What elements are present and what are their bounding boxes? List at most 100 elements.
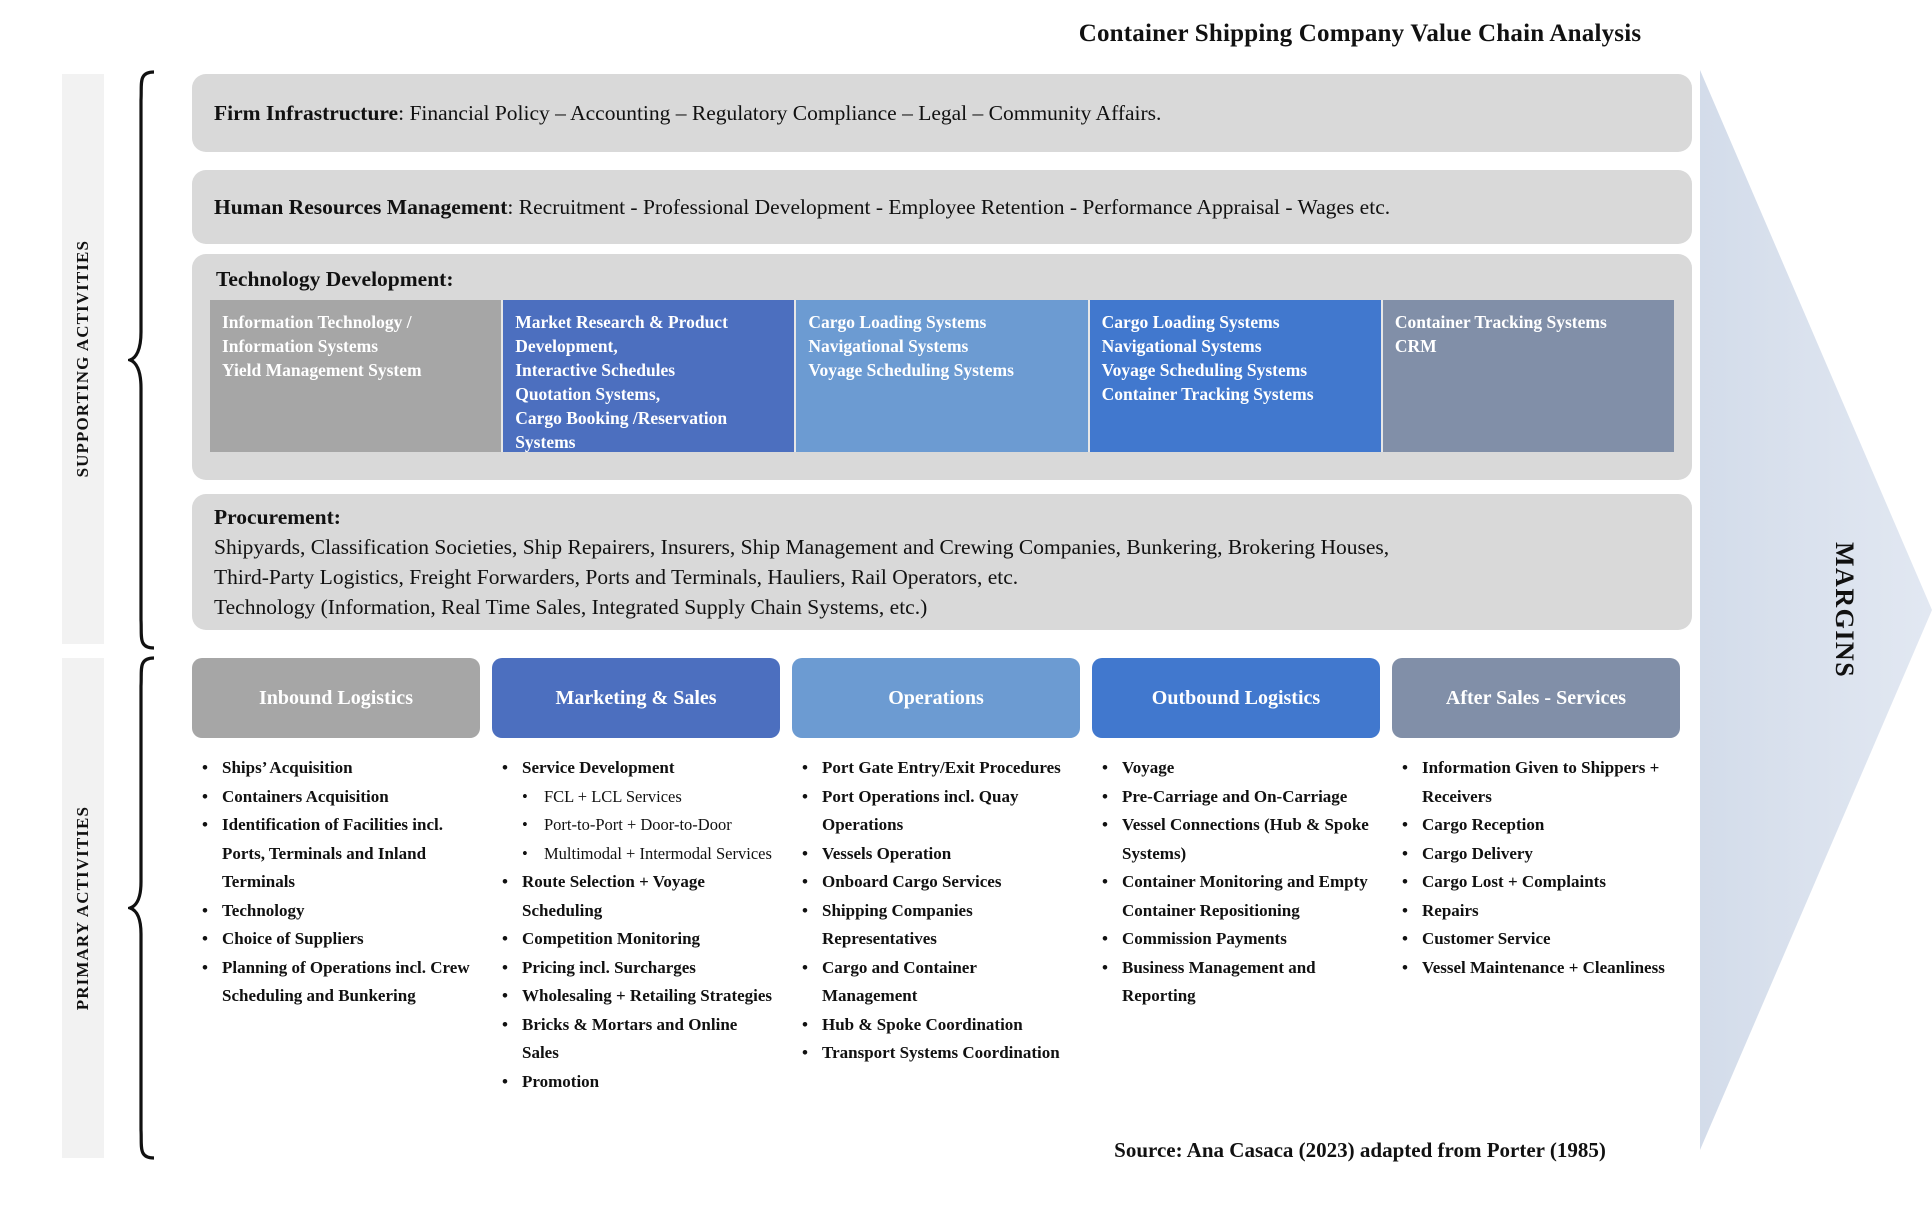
list-item-label: Shipping Companies Representatives xyxy=(822,900,973,949)
primary-activities-label: PRIMARY ACTIVITIES xyxy=(62,658,104,1158)
list-item: •Multimodal + Intermodal Services xyxy=(496,840,776,869)
list-item: •Information Given to Shippers + Receive… xyxy=(1396,754,1676,811)
bullet-icon: • xyxy=(502,957,508,977)
procurement-line: Shipyards, Classification Societies, Shi… xyxy=(214,535,1390,559)
technology-cell-line: Navigational Systems xyxy=(808,336,969,356)
list-item-label: Port Operations incl. Quay Operations xyxy=(822,786,1019,835)
primary-column-header[interactable]: Operations xyxy=(792,658,1080,738)
list-item: •Pre-Carriage and On-Carriage xyxy=(1096,783,1376,812)
primary-column: Marketing & Sales•Service Development•FC… xyxy=(492,658,780,1096)
list-item-label: Cargo Reception xyxy=(1422,815,1545,834)
list-item: • Vessels Operation xyxy=(796,840,1076,869)
list-item: •FCL + LCL Services xyxy=(496,783,776,812)
source-note: Source: Ana Casaca (2023) adapted from P… xyxy=(1114,1138,1606,1162)
bullet-icon: • xyxy=(502,758,508,777)
list-item-label: Containers Acquisition xyxy=(222,786,389,806)
list-item: • Promotion xyxy=(496,1068,776,1097)
list-item-label: Cargo Delivery xyxy=(1422,843,1533,863)
bullet-icon: • xyxy=(1402,872,1408,891)
bullet-icon: • xyxy=(802,843,808,863)
procurement-line: Third-Party Logistics, Freight Forwarder… xyxy=(214,565,1019,589)
list-item-label: Promotion xyxy=(522,1071,600,1091)
list-item-label: FCL + LCL Services xyxy=(544,786,682,806)
list-item: • Cargo Reception xyxy=(1396,811,1676,840)
firm-infrastructure-text: Firm Infrastructure: Financial Policy – … xyxy=(192,98,1183,128)
list-item-label: Vessel Connections (Hub & Spoke Systems) xyxy=(1122,815,1369,863)
primary-column-header[interactable]: Outbound Logistics xyxy=(1092,658,1380,738)
list-item-label: Choice of Suppliers xyxy=(222,929,364,948)
list-item-label: Onboard Cargo Services xyxy=(822,872,1002,891)
margins-label-wrap: MARGINS xyxy=(1700,70,1932,1150)
bullet-icon: • xyxy=(502,1014,508,1034)
primary-column-header[interactable]: After Sales - Services xyxy=(1392,658,1680,738)
page-title: Container Shipping Company Value Chain A… xyxy=(1078,20,1642,47)
list-item: •Choice of Suppliers xyxy=(196,925,476,954)
bullet-icon: • xyxy=(502,929,508,948)
technology-cell-line: Quotation Systems, xyxy=(515,384,661,404)
list-item: •Planning of Operations incl. Crew Sched… xyxy=(196,954,476,1011)
bullet-icon: • xyxy=(1402,843,1408,863)
list-item-label: Planning of Operations incl. Crew Schedu… xyxy=(222,957,470,1006)
bullet-icon: • xyxy=(522,815,528,834)
primary-column: After Sales - Services•Information Given… xyxy=(1392,658,1680,1096)
bullet-icon: • xyxy=(502,1071,508,1091)
primary-column-list: • Voyage •Pre-Carriage and On-Carriage • Ves… xyxy=(1092,738,1380,1011)
technology-cell-line: Cargo Loading Systems xyxy=(808,312,987,332)
technology-cell-line: Information Technology / Information Sys… xyxy=(222,312,412,356)
list-item-label: Port Gate Entry/Exit Procedures xyxy=(822,758,1061,777)
technology-cell-line: Navigational Systems xyxy=(1101,336,1262,356)
bullet-icon: • xyxy=(802,900,808,920)
bullet-icon: • xyxy=(1402,900,1408,920)
list-item: • Voyage xyxy=(1096,754,1376,783)
bullet-icon: • xyxy=(1402,815,1408,834)
list-item-label: Information Given to Shippers + Receiver… xyxy=(1422,758,1660,806)
technology-cell: Market Research & Product Development, In… xyxy=(503,300,797,452)
list-item: •Competition Monitoring xyxy=(496,925,776,954)
human-resources-label: Human Resources Management xyxy=(214,195,508,219)
supporting-brace-icon xyxy=(128,70,156,650)
technology-cell-line: Yield Management System xyxy=(222,360,422,380)
primary-column-header[interactable]: Inbound Logistics xyxy=(192,658,480,738)
list-item-label: Service Development xyxy=(522,758,675,777)
list-item: • Vessel Maintenance + Cleanliness xyxy=(1396,954,1676,983)
list-item-label: Voyage xyxy=(1122,758,1175,777)
procurement-row: Procurement: Shipyards, Classification S… xyxy=(192,494,1692,630)
list-item-label: Vessel Maintenance + Cleanliness xyxy=(1422,957,1665,977)
list-item: •Ships’ Acquisition xyxy=(196,754,476,783)
list-item: • Port Operations incl. Quay Operations xyxy=(796,783,1076,840)
list-item: •Customer Service xyxy=(1396,925,1676,954)
list-item-label: Hub & Spoke Coordination xyxy=(822,1014,1023,1034)
human-resources-text: Human Resources Management: Recruitment … xyxy=(192,192,1412,222)
list-item: •Containers Acquisition xyxy=(196,783,476,812)
primary-brace-icon xyxy=(128,656,156,1160)
bullet-icon: • xyxy=(502,872,508,891)
list-item: •Business Management and Reporting xyxy=(1096,954,1376,1011)
list-item-label: Container Monitoring and Empty Container… xyxy=(1122,872,1368,920)
technology-development-row: Technology Development: Information Tech… xyxy=(192,254,1692,480)
list-item-label: Repairs xyxy=(1422,900,1479,920)
bullet-icon: • xyxy=(1102,758,1108,777)
technology-cell-line: Cargo Booking /Reservation Systems xyxy=(515,408,728,452)
primary-column-list: •Service Development•FCL + LCL Services•… xyxy=(492,738,780,1096)
bullet-icon: • xyxy=(1102,929,1108,948)
human-resources-detail: : Recruitment - Professional Development… xyxy=(507,195,1391,219)
list-item-label: Business Management and Reporting xyxy=(1122,957,1316,1006)
bullet-icon: • xyxy=(1402,957,1408,977)
bullet-icon: • xyxy=(802,786,808,806)
primary-column-header[interactable]: Marketing & Sales xyxy=(492,658,780,738)
list-item-label: Wholesaling + Retailing Strategies xyxy=(522,986,773,1005)
bullet-icon: • xyxy=(1402,929,1408,948)
technology-cell-line: Interactive Schedules xyxy=(515,360,676,380)
list-item-label: Bricks & Mortars and Online Sales xyxy=(522,1014,738,1063)
bullet-icon: • xyxy=(502,986,508,1005)
bullet-icon: • xyxy=(802,872,808,891)
bullet-icon: • xyxy=(1102,872,1108,891)
technology-cell-line: Market Research & Product Development, xyxy=(515,312,728,356)
bullet-icon: • xyxy=(522,843,528,863)
list-item: •Port Gate Entry/Exit Procedures xyxy=(796,754,1076,783)
list-item: •Cargo Lost + Complaints xyxy=(1396,868,1676,897)
list-item-label: Vessels Operation xyxy=(822,843,952,863)
